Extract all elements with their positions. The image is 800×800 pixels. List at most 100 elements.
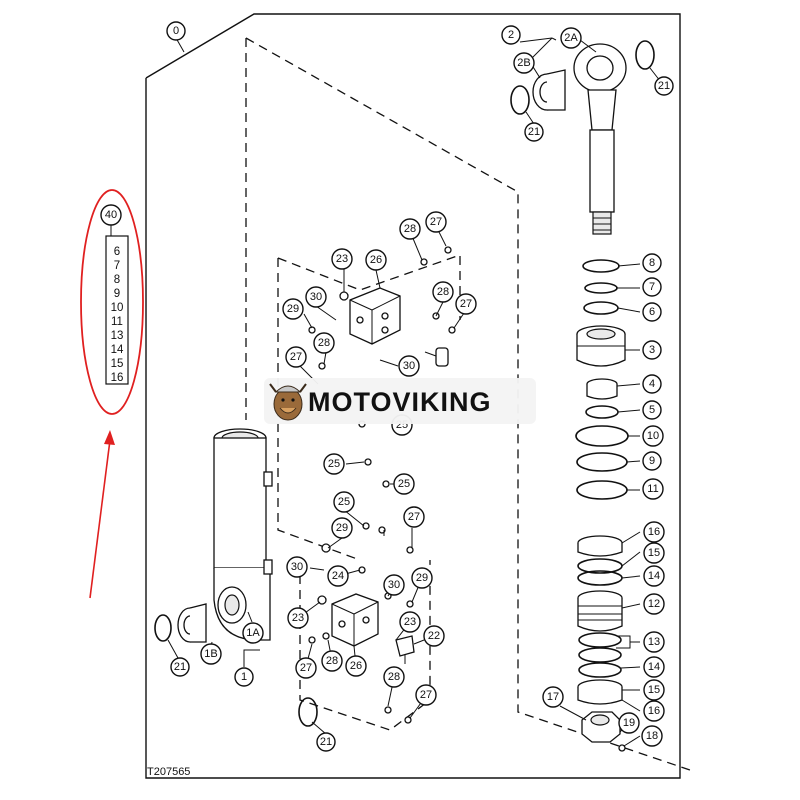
- callout: 1: [234, 667, 254, 687]
- callout: 7: [642, 277, 662, 297]
- svg-text:8: 8: [114, 274, 120, 286]
- svg-text:27: 27: [408, 511, 420, 523]
- brand-watermark: MOTOVIKING: [264, 378, 536, 424]
- svg-text:11: 11: [111, 316, 123, 328]
- svg-text:28: 28: [388, 671, 400, 683]
- callout: 28: [383, 666, 405, 688]
- annotation-arrow: [89, 430, 115, 599]
- svg-text:29: 29: [416, 572, 428, 584]
- o-ring-large: [576, 452, 628, 472]
- o-ring-large: [576, 480, 628, 500]
- o-ring-large: [575, 425, 629, 447]
- callout: 21: [654, 76, 674, 96]
- svg-text:16: 16: [648, 526, 660, 538]
- callout: 27: [403, 506, 425, 528]
- svg-text:14: 14: [648, 661, 660, 673]
- svg-text:6: 6: [649, 306, 655, 318]
- callout: 15: [643, 679, 665, 701]
- svg-text:28: 28: [326, 655, 338, 667]
- callout: 24: [327, 565, 349, 587]
- svg-text:27: 27: [420, 689, 432, 701]
- callout: 30: [305, 286, 327, 308]
- svg-text:25: 25: [328, 458, 340, 470]
- kit-callout: 40: [100, 204, 122, 226]
- seal-ring: [298, 697, 318, 727]
- svg-text:26: 26: [370, 254, 382, 266]
- callout: 29: [331, 517, 353, 539]
- callout: 0: [166, 21, 186, 41]
- callout: 27: [425, 211, 447, 233]
- svg-text:0: 0: [173, 25, 179, 37]
- svg-text:13: 13: [111, 330, 124, 342]
- callout: 1B: [200, 643, 222, 665]
- svg-text:1A: 1A: [246, 627, 260, 639]
- callout: 27: [415, 684, 437, 706]
- svg-text:23: 23: [292, 612, 304, 624]
- callout: 28: [432, 281, 454, 303]
- svg-text:40: 40: [105, 209, 117, 221]
- callout: 12: [643, 593, 665, 615]
- svg-text:9: 9: [114, 288, 120, 300]
- svg-text:7: 7: [649, 281, 655, 293]
- kit-list-box: [105, 235, 129, 385]
- svg-text:MOTOVIKING: MOTOVIKING: [308, 387, 492, 417]
- callout: 26: [365, 249, 387, 271]
- kit-list: 6 7 8 9 10 11 13 14 15 16: [111, 246, 124, 384]
- svg-text:2A: 2A: [564, 32, 578, 44]
- svg-text:1: 1: [241, 671, 247, 683]
- upper-valve-dashed-outline: [277, 258, 361, 561]
- callout: 28: [321, 650, 343, 672]
- callout: 14: [643, 656, 665, 678]
- callout: 5: [642, 400, 662, 420]
- callout: 26: [345, 655, 367, 677]
- svg-text:13: 13: [648, 636, 660, 648]
- svg-text:27: 27: [300, 662, 312, 674]
- upper-valve-block: [349, 287, 401, 345]
- svg-text:14: 14: [648, 570, 660, 582]
- callout: 18: [641, 725, 663, 747]
- svg-text:8: 8: [649, 257, 655, 269]
- svg-text:2: 2: [508, 29, 514, 41]
- barrel-bushing: [177, 603, 207, 643]
- cylinder-barrel: [213, 428, 273, 641]
- svg-text:16: 16: [111, 372, 124, 384]
- callout: 1A: [242, 622, 264, 644]
- svg-text:21: 21: [320, 736, 332, 748]
- seal-ring: [510, 85, 530, 115]
- callout: 25: [333, 491, 355, 513]
- svg-text:2B: 2B: [517, 57, 530, 69]
- svg-text:10: 10: [111, 302, 124, 314]
- viking-mascot-icon: [269, 383, 307, 421]
- svg-text:30: 30: [388, 579, 400, 591]
- seal-ring: [635, 40, 655, 70]
- callout: 11: [642, 478, 664, 500]
- callout: 16: [643, 700, 665, 722]
- svg-text:22: 22: [428, 630, 440, 642]
- callout: 21: [170, 657, 190, 677]
- piston-ring: [578, 662, 622, 678]
- callout: 30: [383, 574, 405, 596]
- svg-text:25: 25: [338, 496, 350, 508]
- fittings: [308, 246, 456, 724]
- svg-text:30: 30: [291, 561, 303, 573]
- callout: 10: [642, 425, 664, 447]
- piston-ring: [578, 647, 622, 663]
- eye-bushing: [532, 69, 566, 111]
- lower-valve-dashed-outline: [299, 560, 431, 731]
- svg-text:11: 11: [647, 483, 658, 495]
- svg-text:3: 3: [649, 344, 655, 356]
- set-screw: [618, 744, 626, 752]
- piston-seal-upper: [577, 535, 623, 557]
- rod-ring: [584, 282, 618, 294]
- frame-outline: [145, 13, 681, 779]
- callout: 27: [285, 346, 307, 368]
- svg-text:27: 27: [290, 351, 302, 363]
- svg-text:10: 10: [647, 430, 659, 442]
- callout: 30: [286, 556, 308, 578]
- piston-ring: [578, 632, 622, 648]
- svg-text:4: 4: [649, 378, 655, 390]
- piston-nut: [581, 711, 621, 743]
- piston-seal-lower: [577, 679, 623, 705]
- svg-text:28: 28: [404, 223, 416, 235]
